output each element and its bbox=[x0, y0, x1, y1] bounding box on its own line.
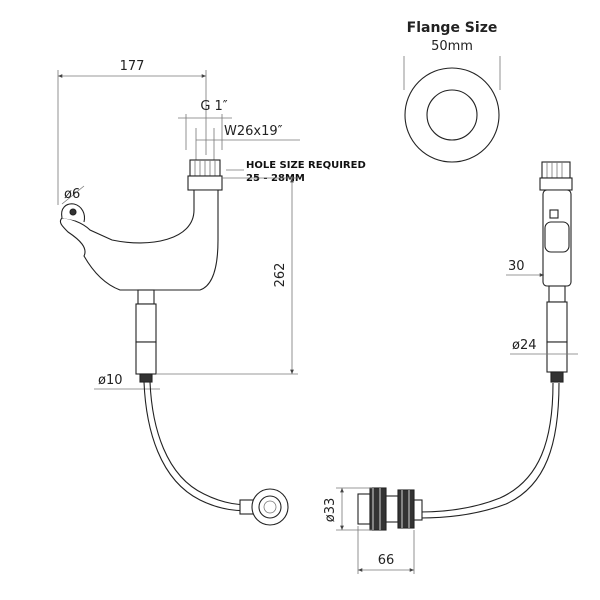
hose-end-outer bbox=[251, 488, 289, 526]
right-stem-lower bbox=[546, 341, 568, 373]
right-lever bbox=[544, 221, 570, 253]
right-view: 30 ø24 bbox=[506, 161, 578, 383]
dim-thread-label: G 1″ bbox=[200, 99, 227, 114]
dim-262-label: 262 bbox=[273, 263, 288, 288]
dim-30-label: 30 bbox=[508, 259, 525, 274]
flange-detail: Flange Size 50mm bbox=[403, 20, 501, 163]
right-thread bbox=[541, 161, 571, 179]
spout-eye-hole bbox=[69, 208, 77, 216]
right-stem-upper bbox=[548, 285, 566, 303]
stem-upper bbox=[137, 289, 155, 305]
right-nut bbox=[539, 177, 573, 191]
hole-note-line2: 25 - 28MM bbox=[246, 173, 305, 184]
dim-eye-leader bbox=[61, 185, 85, 205]
left-view: 177 G 1″ W26x19″ HOLE SIZE REQUIRED 25 -… bbox=[57, 59, 366, 390]
right-stem-collar bbox=[546, 301, 568, 343]
dim-hex-label: W26x19″ bbox=[224, 124, 283, 139]
right-ferrule bbox=[550, 371, 564, 383]
flange-size-label: 50mm bbox=[431, 39, 473, 54]
flange-title: Flange Size bbox=[407, 20, 498, 36]
dim-eye-label: ø6 bbox=[64, 187, 80, 202]
dim-24-label: ø24 bbox=[512, 338, 537, 353]
flange-inner-ring bbox=[426, 89, 478, 141]
inline-valve: ø33 66 bbox=[323, 487, 423, 574]
valve-nut-right bbox=[397, 489, 415, 529]
flex-hose bbox=[143, 381, 560, 526]
hole-note-line1: HOLE SIZE REQUIRED bbox=[246, 160, 366, 171]
flange-outer-ring bbox=[404, 67, 500, 163]
dim-hose-label: ø10 bbox=[98, 373, 123, 388]
dim-177-label: 177 bbox=[120, 59, 145, 74]
stem-collar bbox=[135, 303, 157, 343]
dim-33-label: ø33 bbox=[323, 498, 338, 523]
spigot-nut bbox=[187, 175, 223, 191]
valve-nut-left bbox=[369, 487, 387, 531]
hose-end-inner bbox=[258, 495, 282, 519]
stem-lower bbox=[135, 341, 157, 375]
dim-66-label: 66 bbox=[378, 553, 395, 568]
spout-body bbox=[59, 189, 219, 291]
hose-ferrule bbox=[139, 373, 153, 383]
